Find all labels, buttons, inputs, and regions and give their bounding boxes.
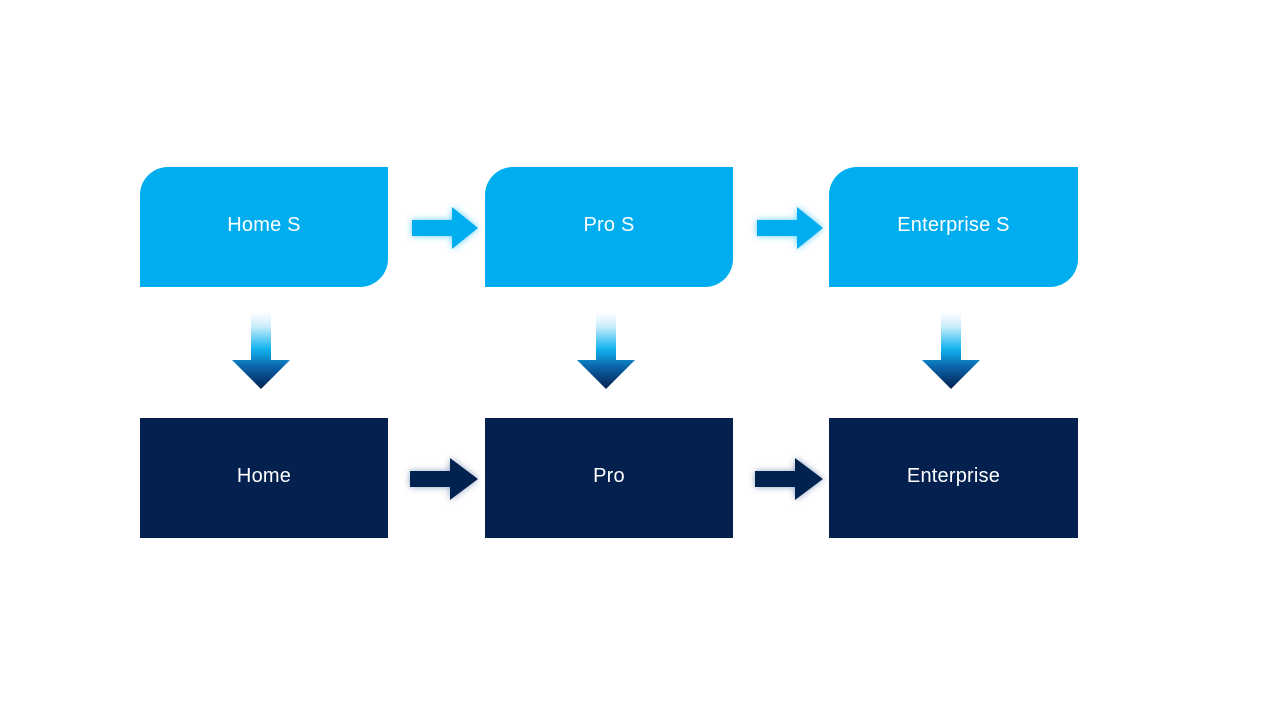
- arrow-right-icon-home-to-pro: [404, 451, 484, 507]
- arrow-down-icon-home-s-to-home: [226, 310, 294, 392]
- arrow-right-icon-pro-s-to-enterprise-s: [751, 200, 829, 256]
- node-label: Enterprise S: [897, 214, 1010, 236]
- node-pro[interactable]: Pro: [485, 418, 733, 538]
- arrow-down-icon-pro-s-to-pro: [571, 310, 639, 392]
- node-label: Home S: [227, 214, 301, 236]
- arrow-down-icon-enterprise-s-to-enterprise: [916, 310, 984, 392]
- arrow-right-icon-pro-to-enterprise: [749, 451, 829, 507]
- node-home[interactable]: Home: [140, 418, 388, 538]
- node-label: Enterprise: [906, 465, 1001, 487]
- arrow-right-icon-home-s-to-pro-s: [406, 200, 484, 256]
- node-label: Pro S: [583, 214, 635, 236]
- node-home-s[interactable]: Home S: [140, 167, 388, 287]
- node-pro-s[interactable]: Pro S: [485, 167, 733, 287]
- node-enterprise[interactable]: Enterprise: [829, 418, 1078, 538]
- node-label: Pro: [593, 465, 625, 487]
- node-enterprise-s[interactable]: Enterprise S: [829, 167, 1078, 287]
- node-label: Home: [236, 465, 292, 487]
